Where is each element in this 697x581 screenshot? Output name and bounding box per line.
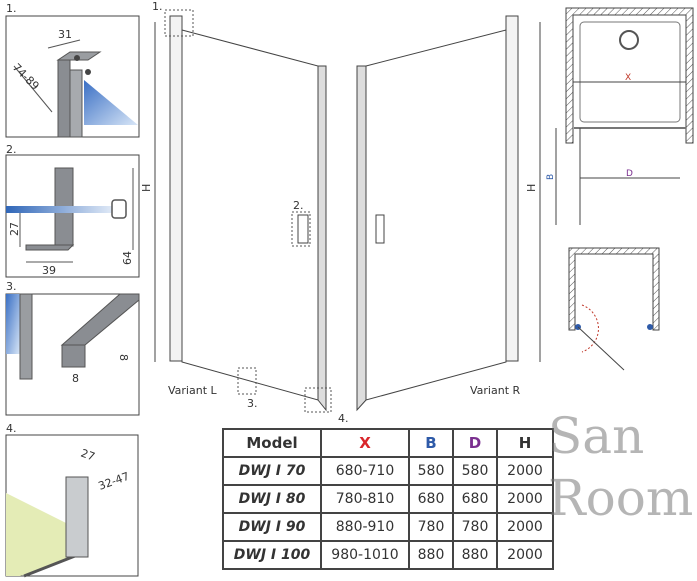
watermark: San Room (548, 407, 694, 527)
detail-4: 4. 27 32-47 (5, 422, 139, 578)
table-row: DWJ I 70 680-710 580 580 2000 (222, 456, 554, 486)
cell-b: 880 (408, 540, 454, 570)
plan-view-dimensions: X B D (546, 7, 694, 225)
height-label-left: H (140, 184, 153, 192)
cell-d: 580 (452, 456, 498, 486)
cell-x: 880-910 (320, 512, 410, 542)
detail-2-number: 2. (6, 143, 17, 156)
detail-3: 3. 8 8 (5, 280, 140, 416)
detail-1: 1. 31 74-89 (5, 2, 140, 138)
door-variant-right: H Variant R (356, 15, 541, 412)
cell-b: 780 (408, 512, 454, 542)
variant-right-label: Variant R (470, 384, 521, 397)
plan-d-label: D (626, 169, 633, 179)
callout-4: 4. (338, 412, 349, 425)
detail-2-dim-width: 39 (42, 264, 56, 277)
door-variant-left: H Variant L 1. 2. 3. 4. (140, 0, 349, 425)
header-model: Model (222, 428, 322, 458)
cell-d: 880 (452, 540, 498, 570)
cell-h: 2000 (496, 484, 554, 514)
detail-3-dim-width: 8 (72, 372, 79, 385)
plan-x-label: X (625, 73, 631, 83)
plan-b-label: B (546, 174, 556, 180)
detail-3-number: 3. (6, 280, 17, 293)
cell-h: 2000 (496, 512, 554, 542)
plan-view-swing (568, 247, 660, 371)
variant-left-label: Variant L (168, 384, 218, 397)
header-d: D (452, 428, 498, 458)
detail-2-dim-height: 27 (8, 222, 21, 236)
dimensions-table: Model X B D H DWJ I 70 680-710 580 580 2… (222, 428, 554, 570)
detail-2-dim-offset: 64 (121, 251, 134, 265)
callout-2: 2. (293, 199, 304, 212)
cell-b: 580 (408, 456, 454, 486)
header-x: X (320, 428, 410, 458)
cell-model: DWJ I 90 (222, 512, 322, 542)
detail-2: 2. 27 39 64 (5, 143, 140, 278)
cell-h: 2000 (496, 540, 554, 570)
cell-x: 680-710 (320, 456, 410, 486)
cell-x: 980-1010 (320, 540, 410, 570)
cell-b: 680 (408, 484, 454, 514)
cell-x: 780-810 (320, 484, 410, 514)
height-label-right: H (525, 184, 538, 192)
callout-3: 3. (247, 397, 258, 410)
detail-1-dim-width: 31 (58, 28, 72, 41)
callout-1: 1. (152, 0, 163, 13)
header-h: H (496, 428, 554, 458)
detail-4-number: 4. (6, 422, 17, 435)
table-row: DWJ I 90 880-910 780 780 2000 (222, 512, 554, 542)
cell-h: 2000 (496, 456, 554, 486)
header-b: B (408, 428, 454, 458)
cell-model: DWJ I 100 (222, 540, 322, 570)
detail-1-number: 1. (6, 2, 17, 15)
table-header-row: Model X B D H (222, 428, 554, 458)
cell-d: 680 (452, 484, 498, 514)
table-row: DWJ I 80 780-810 680 680 2000 (222, 484, 554, 514)
table-row: DWJ I 100 980-1010 880 880 2000 (222, 540, 554, 570)
detail-3-dim-height: 8 (117, 354, 130, 361)
cell-model: DWJ I 70 (222, 456, 322, 486)
cell-model: DWJ I 80 (222, 484, 322, 514)
cell-d: 780 (452, 512, 498, 542)
detail-4-dim-depth: 27 (79, 447, 97, 464)
